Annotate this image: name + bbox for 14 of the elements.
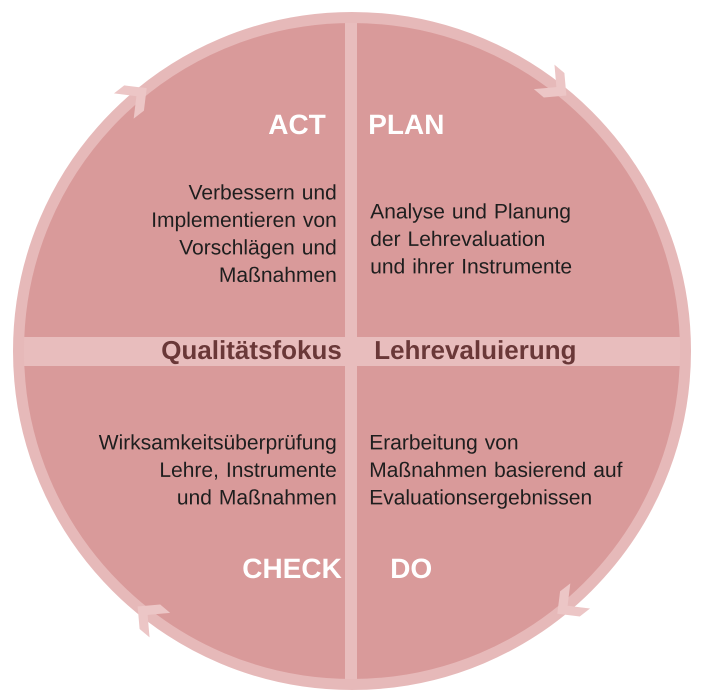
phase-description: Wirksamkeitsüberprüfung Lehre, Instrumente und Maßnahmen: [98, 434, 336, 505]
quadrant: [24, 366, 345, 680]
band-text: Qualitätsfokus: [162, 340, 341, 364]
phase-description: Verbessern und Implementieren von Vorschlägen und Maßnahmen: [153, 184, 336, 282]
phase-heading: PLAN: [370, 114, 443, 134]
phase-description: Analyse und Planung der Lehrevaluation und ihrer Instrumente: [370, 203, 572, 274]
phase-heading: DO: [392, 558, 431, 578]
phase-heading: CHECK: [243, 558, 342, 578]
band-text: Lehrevaluierung: [376, 340, 575, 364]
quadrant: [357, 366, 680, 680]
quadrant: [357, 22, 680, 337]
phase-description: Erarbeitung von Maßnahmen basierend auf Evaluationsergebnissen: [370, 434, 622, 509]
phase-heading: ACT: [268, 114, 326, 134]
quadrant: [24, 22, 345, 337]
